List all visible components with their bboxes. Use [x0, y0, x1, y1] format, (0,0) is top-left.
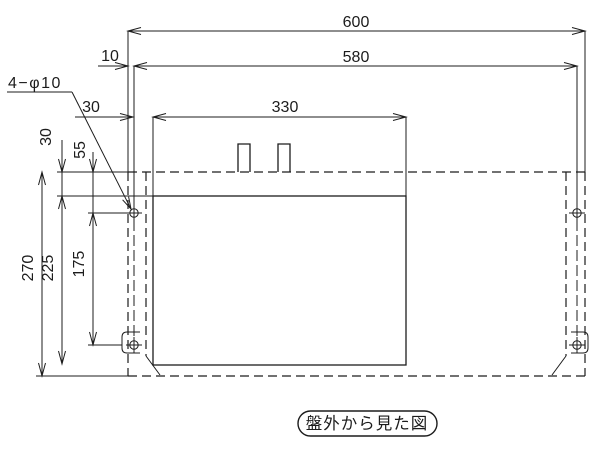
dim-label-30v: 30 [38, 128, 55, 146]
hole-bracket [571, 331, 589, 354]
dim-label-580: 580 [343, 49, 370, 66]
dim-label-330: 330 [272, 99, 299, 116]
panel-outline [127, 171, 586, 377]
dim-label-30h: 30 [82, 99, 100, 116]
dim-label-600: 600 [343, 14, 370, 31]
mounting-hole-top-left [126, 205, 142, 221]
dim-label-10: 10 [101, 48, 119, 65]
device-tabs [237, 143, 291, 172]
mounting-hole-top-right [569, 205, 585, 221]
dim-label-175: 175 [71, 251, 88, 278]
dim-label-55: 55 [72, 141, 89, 159]
tab-right [277, 143, 291, 172]
mounting-hole-bottom-left [121, 331, 142, 354]
mounting-hole-bottom-right [569, 331, 589, 354]
dim-label-225: 225 [40, 255, 57, 282]
caption: 盤外から見た図 [297, 410, 438, 437]
hole-bracket [121, 331, 140, 354]
dimension-225: 225 [40, 194, 66, 366]
dimension-30-vertical: 30 [38, 128, 66, 364]
hole-callout: 4−φ10 [7, 75, 132, 211]
caption-box [297, 410, 438, 437]
dimension-55: 55 [72, 141, 97, 345]
dimension-270: 270 [20, 170, 46, 378]
dimension-175: 175 [71, 211, 97, 347]
dim-label-270: 270 [20, 255, 37, 282]
dimension-30-horizontal: 30 [75, 99, 135, 121]
device-outline [152, 117, 407, 366]
dimension-580: 580 [132, 49, 579, 70]
hole-callout-label: 4−φ10 [8, 75, 62, 92]
panel-flange-outline [145, 172, 567, 376]
hole-centerlines [133, 66, 578, 352]
dimension-330: 330 [151, 99, 408, 121]
dimension-600: 600 [126, 14, 587, 172]
dimension-10: 10 [98, 48, 130, 70]
tab-left [237, 143, 251, 172]
caption-text: 盤外から見た図 [306, 414, 429, 433]
